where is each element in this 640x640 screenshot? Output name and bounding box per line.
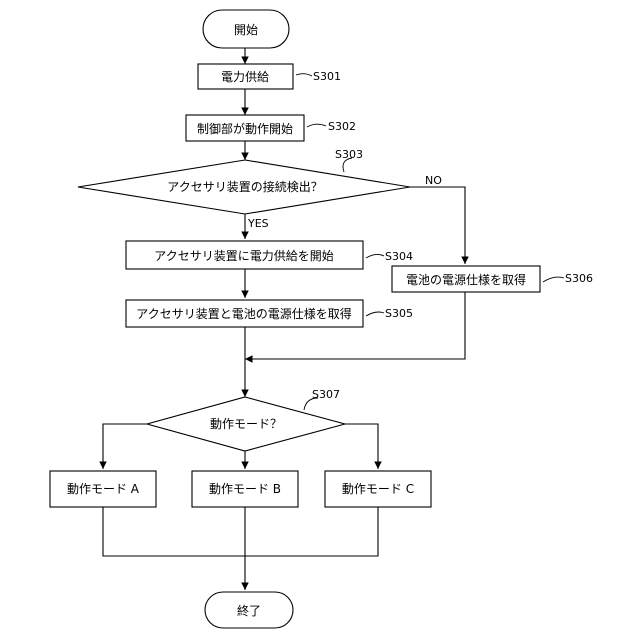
decision-s307-id: S307 xyxy=(312,388,340,401)
branch-yes-label: YES xyxy=(247,217,269,230)
decision-s307-label: 動作モード？ xyxy=(210,417,282,431)
mode-a-label: 動作モード A xyxy=(67,482,140,496)
step-s306: 電池の電源仕様を取得 S306 xyxy=(392,266,593,292)
mode-c-box: 動作モード C xyxy=(325,471,431,507)
decision-s303: アクセサリ装置の接続検出？ S303 NO YES xyxy=(78,148,442,230)
step-s305: アクセサリ装置と電池の電源仕様を取得 S305 xyxy=(126,300,413,327)
mode-b-label: 動作モード B xyxy=(209,482,281,496)
step-s305-label: アクセサリ装置と電池の電源仕様を取得 xyxy=(136,306,351,321)
step-s302-id: S302 xyxy=(328,120,356,133)
end-terminal: 終了 xyxy=(205,592,293,628)
decision-s303-label: アクセサリ装置の接続検出？ xyxy=(167,179,322,194)
decision-s307: 動作モード？ S307 xyxy=(147,388,345,451)
step-s304-id: S304 xyxy=(385,250,413,263)
step-s301: 電力供給 S301 xyxy=(198,64,341,89)
step-s304: アクセサリ装置に電力供給を開始 S304 xyxy=(126,241,413,269)
step-s306-id: S306 xyxy=(565,272,593,285)
mode-c-label: 動作モード C xyxy=(342,482,414,496)
step-s305-id: S305 xyxy=(385,307,413,320)
step-s302-label: 制御部が動作開始 xyxy=(197,121,293,136)
mode-b-box: 動作モード B xyxy=(192,471,298,507)
mode-a-box: 動作モード A xyxy=(50,471,156,507)
step-s304-label: アクセサリ装置に電力供給を開始 xyxy=(154,249,333,263)
step-s301-label: 電力供給 xyxy=(221,70,269,84)
step-s301-id: S301 xyxy=(313,70,341,83)
branch-no-label: NO xyxy=(425,174,442,187)
end-label: 終了 xyxy=(237,603,261,618)
start-terminal: 開始 xyxy=(203,10,289,48)
decision-s303-id: S303 xyxy=(335,148,363,161)
step-s302: 制御部が動作開始 S302 xyxy=(186,115,356,141)
start-label: 開始 xyxy=(234,23,258,37)
step-s306-label: 電池の電源仕様を取得 xyxy=(406,272,526,287)
